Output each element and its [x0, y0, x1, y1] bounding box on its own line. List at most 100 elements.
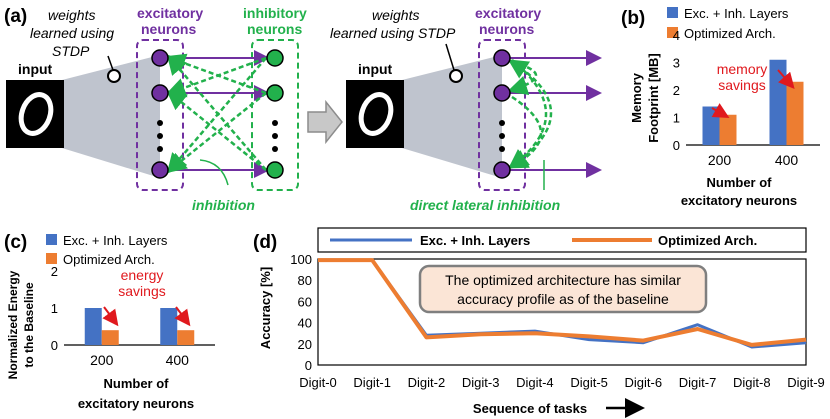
inh-to-exc-arrow	[166, 89, 267, 171]
ellipsis-dot	[272, 133, 278, 139]
legend-label-baseline: Exc. + Inh. Layers	[684, 6, 789, 21]
panel-a: (a) input weights learned using STDP exc…	[4, 5, 602, 213]
x-tick-label: Digit-0	[299, 375, 337, 390]
x-axis-label: Sequence of tasks	[473, 401, 587, 416]
right-network: input weights learned using STDP excitat…	[330, 5, 602, 213]
lateral-inhibition-label: direct lateral inhibition	[410, 197, 560, 213]
exc-neuron	[493, 84, 511, 102]
ellipsis-dot	[499, 146, 505, 152]
exc-neuron	[151, 84, 169, 102]
savings-arrow	[711, 103, 730, 118]
weights-label-left-2: learned using	[30, 25, 114, 41]
exc-label-right-1: excitatory	[475, 5, 541, 21]
legend-swatch-optimized	[46, 253, 57, 264]
y-tick-label: 60	[298, 294, 312, 309]
inh-label-left-2: neurons	[247, 21, 302, 37]
legend-swatch-optimized	[667, 27, 678, 38]
legend-label-optimized: Optimized Arch.	[63, 252, 155, 267]
x-tick-label: Digit-1	[353, 375, 391, 390]
exc-neuron	[493, 49, 511, 67]
input-label-left: input	[18, 61, 53, 77]
ellipsis-dot	[499, 120, 505, 126]
x-axis-label: Number of	[104, 376, 170, 391]
digit-zero-right	[358, 92, 394, 136]
panel-b: (b) Exc. + Inh. Layers Optimized Arch. M…	[621, 6, 820, 208]
chart-d-lines	[318, 258, 807, 349]
annotation-energy-1: energy	[121, 267, 164, 283]
legend-label-optimized: Optimized Arch.	[684, 26, 776, 41]
digit-zero-left	[18, 92, 54, 136]
inh-neuron	[266, 84, 284, 102]
exc-layer-box-right	[478, 39, 526, 191]
ellipsis-dot	[157, 146, 163, 152]
annotation-memory-1: memory	[717, 61, 768, 77]
annotation-box	[418, 264, 708, 314]
receptive-field-cone	[62, 55, 160, 178]
y-tick-label: 1	[673, 111, 680, 126]
exc-neuron	[151, 49, 169, 67]
bar	[719, 114, 737, 145]
y-tick-label: 0	[673, 138, 680, 153]
inh-neuron	[266, 49, 284, 67]
x-tick-label: Digit-3	[462, 375, 500, 390]
exc-layer-box-left	[136, 39, 184, 191]
weights-label-right-2: learned using STDP	[330, 25, 456, 41]
bar	[84, 308, 102, 345]
y-tick-label: 20	[298, 337, 312, 352]
y-tick-label: 4	[673, 28, 680, 43]
stdp-pointer-left	[107, 55, 114, 71]
legend-label-baseline: Exc. + Inh. Layers	[420, 233, 530, 248]
x-tick-label: 200	[708, 152, 732, 168]
annotation-energy-2: savings	[118, 283, 165, 299]
stdp-marker-right	[449, 69, 463, 83]
stdp-marker-left	[107, 69, 121, 83]
ellipsis-dot	[272, 146, 278, 152]
y-tick-label: 1	[51, 301, 58, 316]
legend-swatch-baseline	[667, 7, 678, 18]
exc-label-left-2: neurons	[141, 21, 196, 37]
annotation-memory-2: savings	[718, 77, 765, 93]
left-network: input weights learned using STDP excitat…	[6, 5, 307, 213]
bar	[177, 330, 195, 345]
y-axis-label: Accuracy [%]	[258, 267, 273, 349]
exc-label-left-1: excitatory	[137, 5, 203, 21]
input-image-left	[6, 80, 64, 148]
receptive-field-cone	[402, 55, 502, 178]
weights-label-left-3: STDP	[52, 43, 90, 59]
plot-frame	[317, 258, 807, 366]
chart-b-bars	[702, 59, 804, 145]
inh-label-left-1: inhibitory	[243, 5, 307, 21]
savings-arrow	[777, 69, 795, 90]
weights-label-right-1: weights	[372, 7, 419, 23]
x-tick-label: Digit-6	[625, 375, 663, 390]
weights-label-left-1: weights	[48, 7, 95, 23]
legend-label-optimized: Optimized Arch.	[658, 233, 757, 248]
inh-to-exc-arrow	[166, 54, 267, 171]
input-image-right	[346, 80, 404, 148]
ellipsis-dot	[499, 133, 505, 139]
bar	[786, 81, 804, 145]
legend-swatch-baseline	[46, 234, 57, 245]
ellipsis-dot	[157, 133, 163, 139]
inh-layer-box-left	[251, 39, 299, 191]
savings-arrow	[174, 306, 191, 327]
stdp-pointer-right	[445, 43, 455, 71]
exc-label-right-2: neurons	[479, 21, 534, 37]
ellipsis-dot	[157, 120, 163, 126]
panel-c-label: (c)	[4, 232, 27, 253]
legend-label-baseline: Exc. + Inh. Layers	[63, 233, 168, 248]
y-axis-label: to the Baseline	[22, 282, 36, 368]
y-tick-label: 0	[51, 338, 58, 353]
chart-c-bars	[84, 308, 195, 345]
x-tick-label: Digit-7	[679, 375, 717, 390]
inh-neuron	[266, 161, 284, 179]
y-tick-label: 2	[51, 264, 58, 279]
y-tick-label: 0	[305, 358, 312, 373]
x-tick-label: 400	[166, 352, 190, 368]
panel-a-label: (a)	[4, 6, 27, 27]
x-tick-label: Digit-8	[733, 375, 771, 390]
y-axis-label: Footprint [MB]	[646, 53, 661, 143]
ellipsis-dot	[272, 120, 278, 126]
exc-neuron	[493, 161, 511, 179]
